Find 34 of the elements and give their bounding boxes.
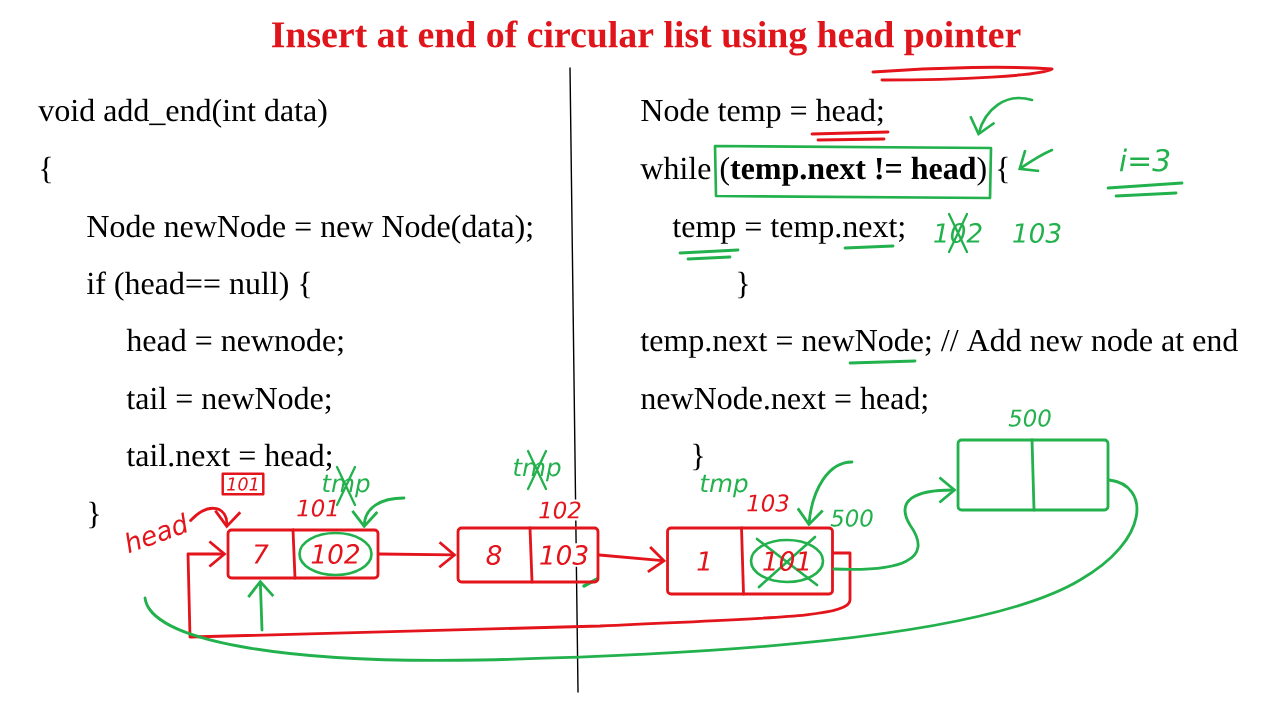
code-line: temp = temp.next; [672,219,904,244]
address-label: 500 [1008,409,1051,427]
code-line: Node temp = head; [641,98,883,128]
code-line: void add_end(int data) [38,98,327,128]
arrow [796,460,854,527]
arrow [186,540,852,639]
arrow [598,546,667,574]
pointer-label: head [126,512,187,554]
address-box: 101 [221,472,265,496]
arrow [832,476,957,571]
code-line: Node newNode = new Node(data); [87,214,532,244]
arrow [378,541,457,569]
list-node: 7 102 [226,528,380,580]
handwritten-note: 103 [1013,223,1061,243]
connector-line [143,478,1139,662]
code-line: tail = newNode; [126,386,331,414]
code-line: head = newnode; [126,328,343,356]
list-node: 8 103 [456,526,600,584]
code-line: } [693,443,703,471]
code-line: temp.next = newNode; // Add new node at end [640,328,1238,358]
address-label: 102 [536,499,584,521]
code-line: } [89,501,99,529]
code-line: if (head== null) { [87,271,310,301]
code-line: newNode.next = head; [641,386,927,414]
list-node [956,438,1110,512]
address-label: 103 [747,494,789,512]
handwritten-note: tmp [700,474,748,498]
address-label: 500 [830,509,873,527]
handwritten-note: i=3 [1119,148,1170,172]
code-line: { [41,156,51,184]
code-line: } [738,271,748,299]
title: Insert at end of circular list using head pointer [271,20,1021,56]
code-line: tail.next = head; [126,443,332,471]
code-line: while (temp.next != head) { [640,144,1008,200]
